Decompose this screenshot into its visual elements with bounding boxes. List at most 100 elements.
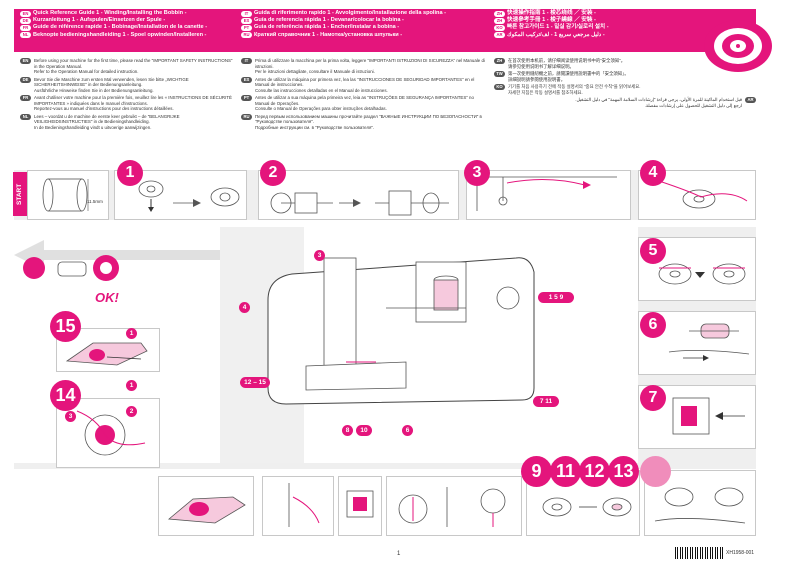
step-number: 13 (608, 456, 639, 487)
spool-on-pin-illustration (270, 190, 449, 216)
lang-badge: RU (241, 32, 252, 39)
header-title: Guía de referencia rápida 1 - Devanar/co… (254, 17, 404, 24)
ok-label: OK! (95, 290, 119, 305)
intro-text: Before using your machine for the first … (34, 58, 233, 74)
step-number: 11 (550, 456, 581, 487)
ok-indicator-illustration (23, 255, 119, 281)
header-title: دليل مرجعي سريع 1 - لف/تركيب المكوك - (507, 31, 605, 38)
bobbin-icon (704, 20, 772, 72)
step-number: 9 (521, 456, 552, 487)
intro-text: Antes de utilizar la máquina por primera… (255, 76, 475, 93)
thread-guide-illustration (476, 176, 617, 211)
dimension-label: 11.5mm (87, 199, 103, 204)
step-15-panel (56, 328, 160, 372)
power-switch-illustration (672, 397, 745, 435)
header-title: Краткий справочник 1 - Намотка/установка… (254, 31, 403, 38)
lang-badge: AR (745, 97, 756, 103)
step-number: 7 (640, 385, 666, 411)
start-tab: START (13, 172, 27, 216)
sewing-machine-illustration (267, 257, 535, 405)
lang-badge: ZH (494, 10, 505, 17)
step-number: 15 (50, 311, 81, 342)
lang-badge: NL (20, 32, 31, 39)
step-number: 1 (117, 160, 143, 186)
header-title: Guida di riferimento rapido 1 - Avvolgim… (254, 10, 446, 16)
barcode (675, 547, 723, 559)
step-bottom-3-panel (338, 476, 382, 536)
step-number: 6 (640, 312, 666, 338)
intro-text: Bevor Sie die Maschine zum ersten Mal ve… (34, 76, 189, 93)
lang-badge: FR (20, 95, 31, 101)
bobbin-shaft-illustration (668, 323, 750, 361)
callout: 12 – 15 (240, 377, 270, 388)
intro-text: Lees – voordat u de machine de eerste ke… (34, 113, 180, 130)
callout: 1 5 9 (538, 292, 574, 303)
switch-illustration (346, 490, 374, 518)
step-number: 3 (464, 160, 490, 186)
step-bottom-2-panel (262, 476, 334, 536)
header-title: 빠른 참고가이드 1 - 밑실 감기/실로리 설치 - (507, 24, 609, 31)
callout: 1 (126, 328, 137, 339)
header-title: Guia de referência rápida 1 - Encher/ins… (254, 24, 400, 31)
lang-badge: EN (20, 58, 31, 64)
lang-badge: ZH (494, 58, 505, 64)
lang-badge: DE (20, 17, 31, 24)
lang-badge: EN (20, 10, 31, 17)
callout: 8 (342, 425, 353, 436)
step-bottom-1-panel (158, 476, 254, 536)
bobbin-winding-finish-illustration (654, 487, 746, 524)
thread-pull-up-illustration (398, 487, 506, 527)
header-title: Beknopte bedieningshandleiding 1 - Spoel… (33, 31, 207, 38)
lang-badge: PT (241, 95, 252, 101)
intro-text: 기기를 처음 사용하기 전에 작동 설명서의 "중요 안전 수칙"을 읽어보세요… (508, 84, 641, 95)
intro-text: Prima di utilizzare la macchina per la p… (255, 58, 485, 74)
header-title: Guide de référence rapide 1 - Bobinage/I… (33, 24, 208, 31)
step-number: 2 (260, 160, 286, 186)
lang-badge: TW (494, 71, 505, 77)
bobbin-case-illustration (76, 410, 146, 456)
lang-badge: ES (241, 17, 252, 24)
lang-badge: ES (241, 76, 252, 83)
document-code: XH1958-001 (726, 550, 755, 556)
callout: 4 (239, 302, 250, 313)
step-number: 14 (50, 380, 81, 411)
callout: 10 (356, 425, 372, 436)
header-bar (14, 9, 756, 52)
intro-text: قبل استخدام الماكينة للمرة الأولى، يرجى … (575, 97, 742, 108)
intro-text: Antes de utilizar a sua máquina pela pri… (255, 95, 474, 111)
lang-badge: IT (241, 58, 252, 64)
page-number: 1 (397, 551, 401, 557)
lang-badge: AR (494, 32, 505, 39)
intro-text: 第一次使用縫紉機之前，請閱讀使用說明書中的「安全須知」。 詳細說明請參閱使用說明… (508, 71, 629, 82)
intro-text: Перед первым использованием машины прочи… (255, 113, 482, 130)
bobbin-thread-check-illustration (542, 497, 632, 517)
needle-thread-illustration (288, 483, 320, 527)
step-bottom-4-panel (386, 476, 522, 536)
step-0-panel (27, 170, 109, 220)
header-title: 快速操作指南 1 - 梭芯绕线 ／ 安装 - (507, 10, 596, 16)
lang-badge: RU (241, 113, 252, 120)
bobbin-on-spindle-illustration (138, 180, 240, 212)
step-2-panel (258, 170, 459, 220)
lang-badge: FR (20, 25, 31, 31)
thread-cut-illustration (658, 263, 746, 285)
step-number: 12 (579, 456, 610, 487)
intro-text: Avant d'utiliser votre machine pour la p… (34, 95, 232, 111)
header-title: Quick Reference Guide 1 - Winding/Instal… (33, 10, 187, 16)
lang-badge: ZH (494, 17, 505, 24)
lang-badge: KO (494, 84, 505, 90)
lang-badge: NL (20, 113, 31, 120)
step-3-panel (466, 170, 631, 220)
lang-badge: PT (241, 25, 252, 31)
lang-badge: IT (241, 10, 252, 17)
bobbin-cover-illustration (167, 496, 246, 524)
header-title: 快速參考手冊 1 - 梭子繞線 ／ 安裝 - (507, 17, 596, 24)
step-number: 4 (640, 160, 666, 186)
intro-text: 在首次使用本机前，请仔细阅读使用说明书中的“安全须知”。 请参见使用说明书了解详… (508, 58, 626, 69)
step-14-panel (56, 398, 160, 468)
callout: 7 11 (533, 396, 559, 407)
